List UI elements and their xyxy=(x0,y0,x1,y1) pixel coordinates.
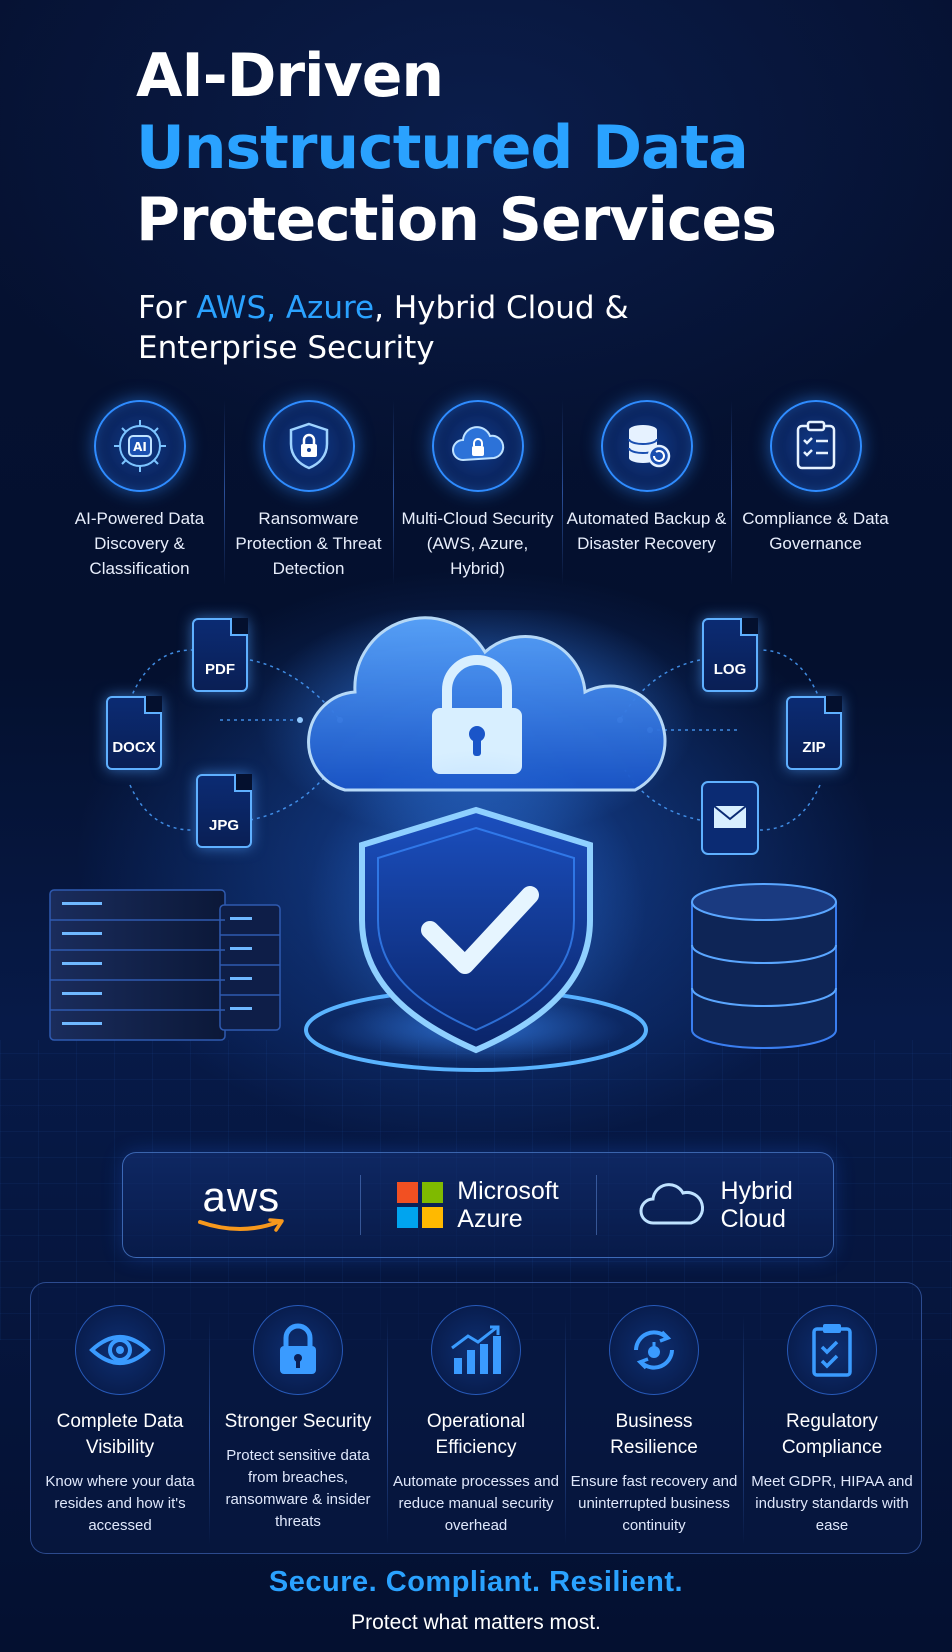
feature-compliance: Compliance & Data Governance xyxy=(731,400,900,590)
hero-illustration: PDF DOCX JPG LOG ZIP xyxy=(0,610,952,1100)
database-backup-icon xyxy=(600,400,693,492)
benefit-title: Regulatory Compliance xyxy=(781,1411,883,1458)
log-file-icon: LOG xyxy=(702,618,758,692)
microsoft-logo-icon xyxy=(397,1182,444,1228)
padlock-icon xyxy=(253,1305,343,1395)
tagline: Secure. Compliant. Resilient. xyxy=(268,1566,684,1598)
cloud-lock-icon xyxy=(431,400,524,492)
benefit-desc: Automate processes and reduce manual sec… xyxy=(393,1473,559,1534)
aws-logo: aws xyxy=(123,1170,360,1240)
hybrid-label-2: Cloud xyxy=(720,1205,786,1233)
title-line-1: AI-Driven xyxy=(136,41,444,111)
feature-label: Multi-Cloud Security (AWS, Azure, Hybrid… xyxy=(401,509,554,578)
benefit-resilience: Business Resilience Ensure fast recovery… xyxy=(565,1305,743,1553)
page-title: AI-Driven Unstructured Data Protection S… xyxy=(136,40,777,256)
eye-icon xyxy=(75,1305,165,1395)
pdf-file-icon: PDF xyxy=(192,618,248,692)
feature-label: Ransomware Protection & Threat Detection xyxy=(235,509,382,578)
subtitle-accent: AWS, Azure xyxy=(196,290,375,326)
azure-label-1: Microsoft xyxy=(457,1177,559,1205)
benefit-title: Complete Data Visibility xyxy=(56,1411,184,1458)
cloud-outline-icon xyxy=(639,1183,704,1225)
title-line-2: Unstructured Data xyxy=(136,113,749,183)
feature-backup: Automated Backup & Disaster Recovery xyxy=(562,400,731,590)
benefit-title: Operational Efficiency xyxy=(426,1411,526,1458)
feature-multicloud: Multi-Cloud Security (AWS, Azure, Hybrid… xyxy=(393,400,562,590)
benefit-visibility: Complete Data Visibility Know where your… xyxy=(31,1305,209,1553)
benefits-panel: Complete Data Visibility Know where your… xyxy=(30,1282,922,1554)
hybrid-label-1: Hybrid xyxy=(720,1177,793,1205)
feature-label: Automated Backup & Disaster Recovery xyxy=(566,509,727,553)
hybrid-cloud-logo: Hybrid Cloud xyxy=(596,1170,833,1240)
aws-smile-icon xyxy=(198,1218,285,1232)
docx-file-icon: DOCX xyxy=(106,696,162,770)
subtitle-line-2: Enterprise Security xyxy=(138,330,435,366)
benefit-title: Stronger Security xyxy=(224,1411,372,1432)
shield-lock-icon xyxy=(262,400,355,492)
zip-file-icon: ZIP xyxy=(786,696,842,770)
benefit-compliance: Regulatory Compliance Meet GDPR, HIPAA a… xyxy=(743,1305,921,1553)
growth-chart-icon xyxy=(431,1305,521,1395)
subtitle: For AWS, Azure, Hybrid Cloud & Enterpris… xyxy=(138,288,629,368)
benefit-security: Stronger Security Protect sensitive data… xyxy=(209,1305,387,1553)
title-line-3: Protection Services xyxy=(136,185,777,255)
subtitle-rest: , Hybrid Cloud & xyxy=(374,290,629,326)
subtitle-prefix: For xyxy=(138,290,197,326)
clipboard-check-icon xyxy=(787,1305,877,1395)
benefit-desc: Know where your data resides and how it'… xyxy=(45,1473,195,1534)
benefit-desc: Protect sensitive data from breaches, ra… xyxy=(225,1447,371,1530)
azure-logo: Microsoft Azure xyxy=(359,1170,597,1240)
benefit-desc: Meet GDPR, HIPAA and industry standards … xyxy=(751,1473,913,1534)
clipboard-checklist-icon xyxy=(769,400,862,492)
feature-label: Compliance & Data Governance xyxy=(742,509,889,553)
benefit-desc: Ensure fast recovery and uninterrupted b… xyxy=(570,1473,738,1534)
benefit-title: Business Resilience xyxy=(610,1411,698,1458)
jpg-file-icon: JPG xyxy=(196,774,252,848)
azure-label-2: Azure xyxy=(457,1205,523,1233)
feature-ai-discovery: AI AI-Powered Data Discovery & Classific… xyxy=(55,400,224,590)
aws-wordmark: aws xyxy=(202,1173,281,1220)
svg-text:AI: AI xyxy=(133,440,147,454)
feature-label: AI-Powered Data Discovery & Classificati… xyxy=(74,509,205,578)
feature-row: AI AI-Powered Data Discovery & Classific… xyxy=(55,400,900,590)
provider-bar: aws Microsoft Azure Hybrid Cloud xyxy=(122,1152,834,1258)
ai-chip-icon: AI xyxy=(93,400,186,492)
feature-ransomware: Ransomware Protection & Threat Detection xyxy=(224,400,393,590)
recovery-cycle-icon xyxy=(609,1305,699,1395)
sub-tagline: Protect what matters most. xyxy=(351,1611,601,1634)
benefit-efficiency: Operational Efficiency Automate processe… xyxy=(387,1305,565,1553)
